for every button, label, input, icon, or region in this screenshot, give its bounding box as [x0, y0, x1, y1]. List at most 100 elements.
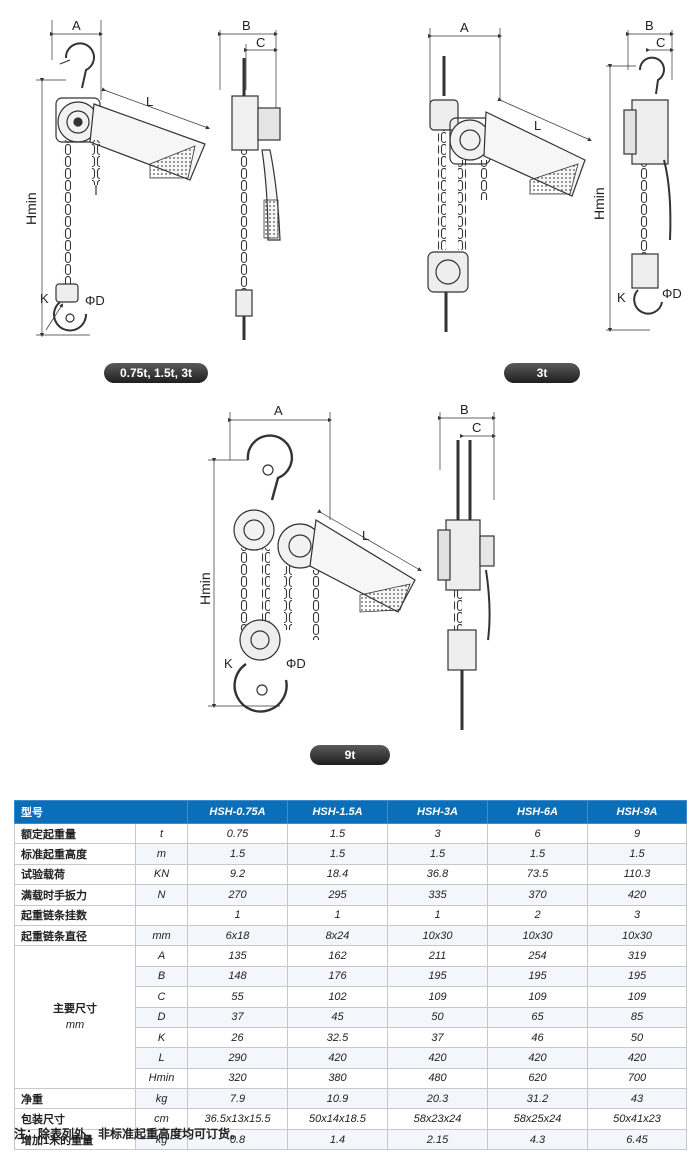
cell: 6 — [487, 822, 588, 845]
view1-dim-a: A — [72, 18, 81, 33]
cell: 135 — [187, 945, 288, 967]
cell: 2.15 — [387, 1128, 488, 1151]
side3-dim-b: B — [460, 402, 469, 417]
side-view-small — [217, 30, 281, 340]
cell: 3 — [387, 822, 488, 845]
cell: 3 — [587, 904, 687, 926]
cell: 2 — [487, 904, 588, 926]
cell: 36.8 — [387, 863, 488, 886]
row-unit: cm — [135, 1108, 188, 1130]
row-unit: A — [135, 945, 188, 967]
front-view-9t — [208, 412, 422, 713]
cell: 335 — [387, 884, 488, 906]
row-unit: N — [135, 884, 188, 906]
row-name: 起重链条直径 — [14, 924, 136, 947]
cell: 420 — [487, 1047, 588, 1069]
cell: 37 — [187, 1006, 288, 1028]
row-unit: kg — [135, 1088, 188, 1110]
cell: 620 — [487, 1067, 588, 1090]
cell: 1 — [187, 904, 288, 926]
table-row: 主要尺寸 mm A 135 162 211 254 319 — [14, 945, 687, 1090]
side2-dim-d: ΦD — [662, 286, 682, 301]
side2-dim-k: K — [617, 290, 626, 305]
row-unit: KN — [135, 863, 188, 886]
cell: 319 — [587, 945, 687, 967]
cell: 109 — [587, 986, 687, 1008]
row-unit: t — [135, 822, 188, 845]
table-row: 包装尺寸 cm 36.5x13x15.5 50x14x18.5 58x23x24… — [14, 1108, 687, 1130]
cell: 380 — [287, 1067, 388, 1090]
table-row: 满载时手扳力 N 270 295 335 370 420 — [14, 884, 687, 906]
cell: 195 — [487, 965, 588, 988]
front-view-3t — [427, 28, 592, 332]
dimensions-unit: mm — [65, 1019, 85, 1032]
cell: 9.2 — [187, 863, 288, 886]
cell: 10x30 — [387, 924, 488, 947]
cell: 1 — [287, 904, 388, 926]
cell: 420 — [587, 1047, 687, 1069]
cell: 7.9 — [187, 1088, 288, 1110]
cell: 211 — [387, 945, 488, 967]
row-name: 增加1米的重量 — [14, 1128, 136, 1151]
table-row: 增加1米的重量 kg 0.8 1.4 2.15 4.3 6.45 — [14, 1128, 687, 1151]
table-row: 起重链条直径 mm 6x18 8x24 10x30 10x30 10x30 — [14, 924, 687, 947]
header-model: HSH-3A — [387, 800, 488, 824]
cell: 50x14x18.5 — [287, 1108, 388, 1130]
cell: 50x41x23 — [587, 1108, 687, 1130]
side2-dim-hmin: Hmin — [591, 187, 607, 220]
cell: 320 — [187, 1067, 288, 1090]
cell: 10x30 — [587, 924, 687, 947]
row-name: 试验载荷 — [14, 863, 136, 886]
cell: 1.5 — [287, 822, 388, 845]
cell: 1.5 — [187, 843, 288, 865]
view1-dim-d: ΦD — [85, 293, 105, 308]
cell: 10.9 — [287, 1088, 388, 1110]
table-row: 额定起重量 t 0.75 1.5 3 6 9 — [14, 822, 687, 845]
cell: 0.75 — [187, 822, 288, 845]
view1-dim-hmin: Hmin — [23, 192, 39, 225]
cell: 109 — [387, 986, 488, 1008]
footnote: 注：除表列外，非标准起重高度均可订货。 — [14, 1127, 243, 1141]
row-unit: L — [135, 1047, 188, 1069]
cell: 162 — [287, 945, 388, 967]
cell: 195 — [587, 965, 687, 988]
header-model: HSH-6A — [487, 800, 588, 824]
side1-dim-c: C — [256, 35, 265, 50]
cell: 20.3 — [387, 1088, 488, 1110]
cell: 18.4 — [287, 863, 388, 886]
cell: 1.5 — [287, 843, 388, 865]
header-model: HSH-9A — [587, 800, 687, 824]
cell: 420 — [387, 1047, 488, 1069]
cell: 9 — [587, 822, 687, 845]
table-row: 起重链条挂数 1 1 1 2 3 — [14, 904, 687, 926]
row-unit: B — [135, 965, 188, 988]
cell: 50 — [587, 1026, 687, 1049]
cell: 290 — [187, 1047, 288, 1069]
cell: 85 — [587, 1006, 687, 1028]
table-row: 试验载荷 KN 9.2 18.4 36.8 73.5 110.3 — [14, 863, 687, 886]
view1-dim-k: K — [40, 291, 49, 306]
cell: 26 — [187, 1026, 288, 1049]
spec-table: 型号 HSH-0.75A HSH-1.5A HSH-3A HSH-6A HSH-… — [14, 800, 687, 1151]
row-name: 满载时手扳力 — [14, 884, 136, 906]
cell: 295 — [287, 884, 388, 906]
cell: 700 — [587, 1067, 687, 1090]
caption-9t: 9t — [310, 745, 390, 765]
cell: 6.45 — [587, 1128, 687, 1151]
cell: 1.5 — [387, 843, 488, 865]
cell: 45 — [287, 1006, 388, 1028]
cell: 109 — [487, 986, 588, 1008]
caption-3t: 3t — [504, 363, 580, 383]
hoist-drawings: A L Hmin K ΦD B C — [23, 18, 682, 730]
header-label: 型号 — [14, 800, 188, 824]
side3-dim-c: C — [472, 420, 481, 435]
side2-dim-b: B — [645, 18, 654, 33]
header-model: HSH-0.75A — [187, 800, 288, 824]
row-unit — [135, 904, 188, 926]
cell: 4.3 — [487, 1128, 588, 1151]
row-unit: Hmin — [135, 1067, 188, 1090]
view2-dim-l: L — [534, 118, 541, 133]
row-name: 额定起重量 — [14, 822, 136, 845]
cell: 46 — [487, 1026, 588, 1049]
cell: 195 — [387, 965, 488, 988]
